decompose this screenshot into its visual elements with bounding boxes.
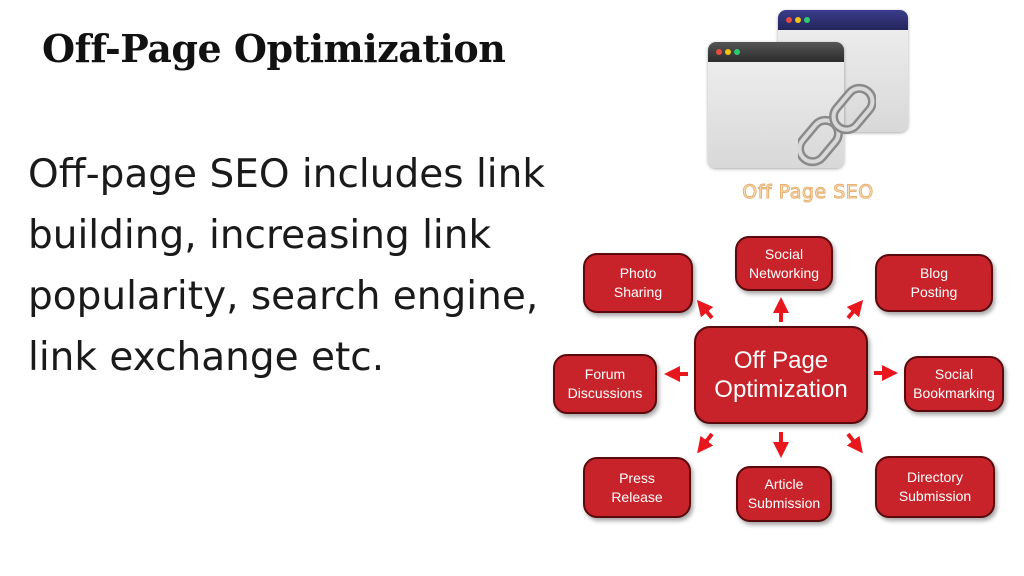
window-dot-yellow bbox=[725, 49, 731, 55]
node-blog-posting: Blog Posting bbox=[875, 254, 993, 312]
arrow-to-photo-sharing bbox=[696, 299, 714, 320]
slide-title: Off-Page Optimization bbox=[42, 26, 506, 71]
arrow-to-press-release bbox=[697, 432, 714, 454]
arrow-to-directory-submission bbox=[846, 432, 863, 454]
center-node-label: Off Page Optimization bbox=[714, 347, 848, 403]
chain-link-icon bbox=[798, 83, 876, 167]
node-social-bookmarking: Social Bookmarking bbox=[904, 356, 1004, 412]
node-forum-discussions: Forum Discussions bbox=[553, 354, 657, 414]
browser-titlebar bbox=[778, 10, 908, 30]
node-press-release: Press Release bbox=[583, 457, 691, 518]
node-label: Press Release bbox=[611, 469, 663, 505]
illustration-caption: Off Page SEO bbox=[742, 181, 874, 204]
node-label: Article Submission bbox=[747, 476, 821, 511]
center-node-off-page-optimization: Off Page Optimization bbox=[694, 326, 868, 424]
node-directory-submission: Directory Submission bbox=[875, 456, 995, 518]
slide-body-text: Off-page SEO includes link building, inc… bbox=[28, 152, 545, 380]
window-dot-red bbox=[786, 17, 792, 23]
arrow-to-blog-posting bbox=[846, 299, 864, 320]
window-dot-green bbox=[804, 17, 810, 23]
node-label: Social Networking bbox=[748, 245, 820, 281]
node-label: Photo Sharing bbox=[613, 265, 663, 300]
node-article-submission: Article Submission bbox=[736, 466, 832, 522]
browser-titlebar bbox=[708, 42, 844, 62]
window-dot-yellow bbox=[795, 17, 801, 23]
node-label: Directory Submission bbox=[898, 469, 972, 504]
window-dot-green bbox=[734, 49, 740, 55]
node-photo-sharing: Photo Sharing bbox=[583, 253, 693, 313]
window-dot-red bbox=[716, 49, 722, 55]
node-label: Social Bookmarking bbox=[913, 366, 995, 401]
node-social-networking: Social Networking bbox=[735, 236, 833, 291]
browser-window-front bbox=[708, 42, 844, 168]
node-label: Blog Posting bbox=[910, 265, 958, 300]
node-label: Forum Discussions bbox=[567, 366, 643, 401]
